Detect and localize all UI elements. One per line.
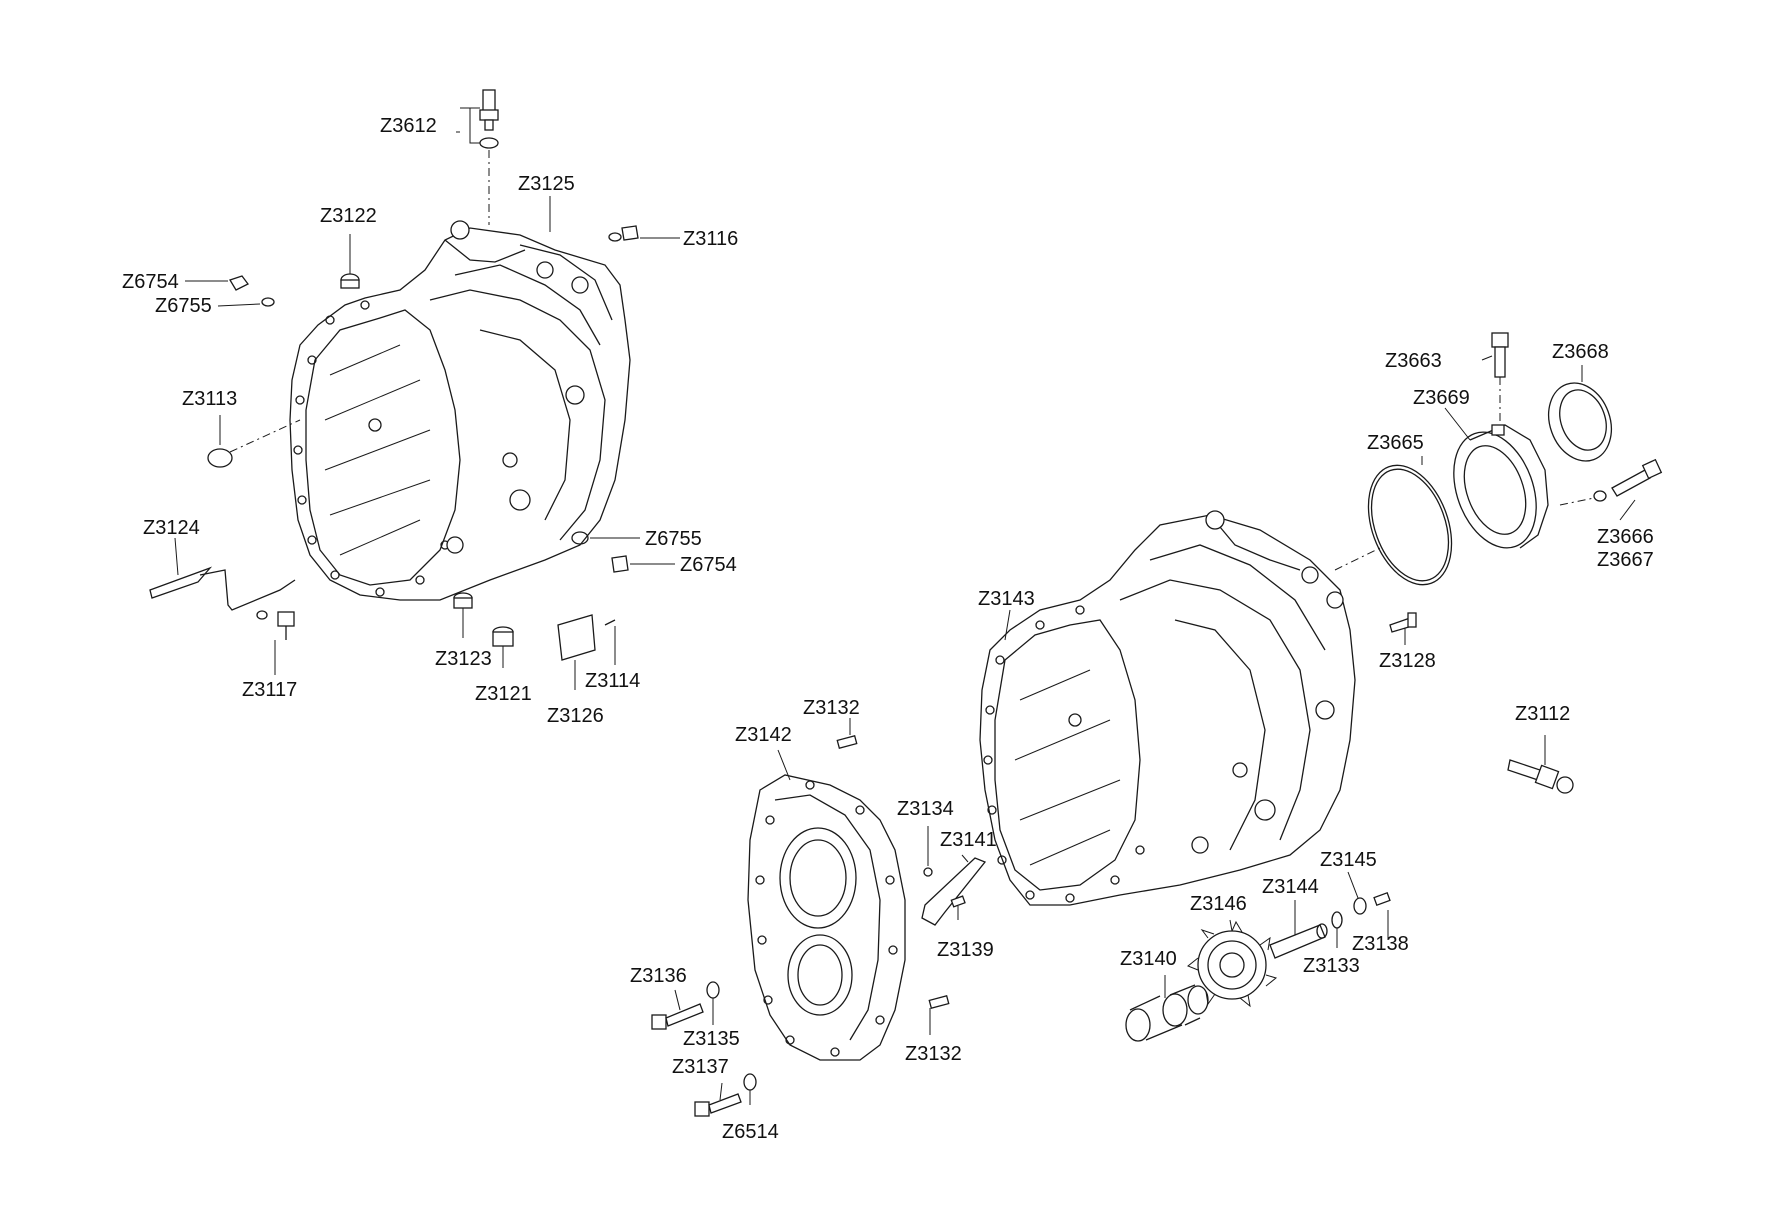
screw-z3116 — [608, 225, 639, 242]
oring-z3665 — [1334, 464, 1453, 586]
lever-z3141 — [921, 857, 987, 926]
label-z3669: Z3669 — [1413, 387, 1470, 409]
bearings-z3140 — [1125, 984, 1209, 1042]
sensor-z3112 — [1507, 759, 1574, 794]
label-z3123: Z3123 — [435, 648, 492, 670]
label-z3113: Z3113 — [182, 388, 237, 410]
label-z3133: Z3133 — [1303, 955, 1360, 977]
rear-transmission-housing — [979, 510, 1356, 906]
pin-z3132-bot — [928, 995, 950, 1009]
label-z3126: Z3126 — [547, 705, 604, 727]
label-z3122: Z3122 — [320, 205, 377, 227]
label-z6514: Z6514 — [722, 1121, 779, 1143]
label-z3134: Z3134 — [897, 798, 954, 820]
screw-z3139 — [950, 895, 966, 908]
gear-z3146 — [1187, 920, 1278, 1008]
washer-z6514 — [743, 1073, 757, 1091]
bolt-z3137 — [694, 1093, 742, 1117]
seal-z3668 — [1548, 382, 1612, 462]
intermediate-plate-z3142 — [747, 774, 906, 1061]
cover-z3126 — [557, 614, 616, 661]
label-z3139: Z3139 — [937, 939, 994, 961]
label-z3128: Z3128 — [1379, 650, 1436, 672]
bolt-z3128 — [1389, 612, 1417, 633]
label-z6755-mid: Z6755 — [645, 528, 702, 550]
label-z3138: Z3138 — [1352, 933, 1409, 955]
label-z3137: Z3137 — [672, 1056, 729, 1078]
main-transmission-housing — [289, 220, 631, 601]
plug-z3123 — [453, 592, 473, 609]
label-z3136: Z3136 — [630, 965, 687, 987]
label-z3121: Z3121 — [475, 683, 532, 705]
rod-z3124 — [149, 566, 296, 611]
washer-z3135 — [706, 981, 720, 999]
bolt-z3666 — [1559, 458, 1663, 506]
ball-z3134 — [923, 867, 933, 877]
label-z3132-bot: Z3132 — [905, 1043, 962, 1065]
plug-z3121 — [492, 626, 514, 647]
pin-z3132-top — [836, 735, 858, 749]
bolt-z3136 — [651, 1003, 704, 1030]
plug-z3122 — [340, 273, 360, 289]
label-z6754-top: Z6754 — [122, 271, 179, 293]
label-z3135: Z3135 — [683, 1028, 740, 1050]
label-z3144: Z3144 — [1262, 876, 1319, 898]
shaft-z3144 — [1269, 923, 1328, 959]
screw-z3138 — [1373, 892, 1391, 906]
plug-z6754-mid — [611, 555, 629, 573]
label-z3132-top: Z3132 — [803, 697, 860, 719]
plug-z3113 — [207, 419, 301, 468]
label-z3668: Z3668 — [1552, 341, 1609, 363]
label-z3143: Z3143 — [978, 588, 1035, 610]
washer-z6755-mid — [571, 531, 589, 545]
bolt-z3117 — [256, 610, 295, 640]
label-z3146: Z3146 — [1190, 893, 1247, 915]
plug-z6754-top — [229, 275, 275, 307]
label-z3112: Z3112 — [1515, 703, 1570, 725]
label-z3117: Z3117 — [242, 679, 297, 701]
label-z6754-mid: Z6754 — [680, 554, 737, 576]
label-z3663: Z3663 — [1385, 350, 1442, 372]
leader-lines — [174, 131, 1636, 1105]
part-labels: Z3612 Z3125 Z3122 Z3116 Z6754 Z6755 Z311… — [122, 115, 1654, 1143]
label-z3665: Z3665 — [1367, 432, 1424, 454]
label-z3667: Z3667 — [1597, 549, 1654, 571]
label-z3124: Z3124 — [143, 517, 200, 539]
label-z6755-top: Z6755 — [155, 295, 212, 317]
washer-z3145 — [1353, 897, 1367, 915]
sensor-z3663 — [1491, 332, 1509, 425]
label-z3125: Z3125 — [518, 173, 575, 195]
label-z3141: Z3141 — [940, 829, 997, 851]
label-z3116: Z3116 — [683, 228, 738, 250]
ring-z3133 — [1331, 911, 1343, 929]
bearing-cap-z3669 — [1453, 424, 1549, 549]
label-z3140: Z3140 — [1120, 948, 1177, 970]
label-z3612: Z3612 — [380, 115, 437, 137]
label-z3142: Z3142 — [735, 724, 792, 746]
label-z3145: Z3145 — [1320, 849, 1377, 871]
label-z3114: Z3114 — [585, 670, 640, 692]
label-z3666: Z3666 — [1597, 526, 1654, 548]
sensor-z3612 — [460, 89, 499, 225]
